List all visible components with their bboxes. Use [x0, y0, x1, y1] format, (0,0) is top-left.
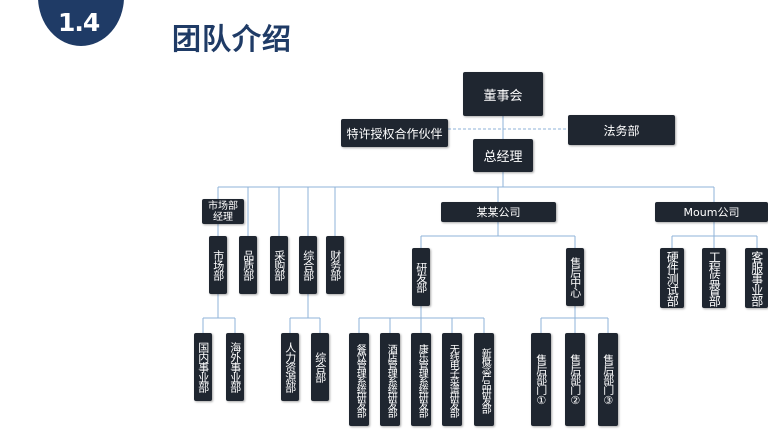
rnd-dept-node: 研发部: [412, 248, 430, 306]
hr-dept-node: 人力资源部: [281, 333, 299, 401]
general-dept-node: 综合部: [299, 236, 317, 294]
after-sales-unit-3-node: 售后部门③: [598, 333, 618, 426]
customer-service-dept-node: 客服事业部: [745, 248, 768, 308]
finance-dept-node: 财务部: [326, 236, 344, 294]
company-a-node: 某某公司: [441, 202, 556, 222]
general-dept-sub-node: 综合部: [311, 333, 329, 401]
general-manager-node: 总经理: [473, 139, 533, 172]
page-title: 团队介绍: [172, 22, 293, 56]
new-concept-rnd-node: 新概念产品研发部: [474, 333, 494, 426]
quality-dept-node: 品质部: [239, 236, 257, 294]
after-sales-unit-1-node: 售后部门①: [531, 333, 551, 426]
after-sales-center-node: 售后中心: [566, 248, 584, 306]
after-sales-unit-2-node: 售后部门②: [565, 333, 585, 426]
domestic-division-node: 国内事业部: [194, 333, 212, 401]
wireless-menu-rnd-node: 无线电子菜谱研发部: [442, 333, 462, 426]
company-b-node: Moum公司: [655, 202, 768, 222]
franchise-partner-node: 特许授权合作伙伴: [341, 119, 448, 147]
overseas-division-node: 海外事业部: [226, 333, 244, 401]
purchase-dept-node: 采购部: [270, 236, 288, 294]
leisure-system-rnd-node: 康乐管理系统研发部: [411, 333, 431, 426]
hotel-system-rnd-node: 酒店管理系统研发部: [380, 333, 400, 426]
engineering-supervision-dept-node: 工程监督部: [702, 248, 726, 308]
legal-dept-node: 法务部: [568, 115, 675, 145]
section-number: 1.4: [58, 8, 100, 37]
catering-system-rnd-node: 餐饮管理系统研发部: [349, 333, 369, 426]
market-dept-node: 市场部: [209, 236, 227, 294]
market-manager-node: 市场部 经理: [202, 199, 244, 224]
hardware-test-dept-node: 硬件测试部: [660, 248, 684, 308]
board-node: 董事会: [463, 72, 543, 116]
